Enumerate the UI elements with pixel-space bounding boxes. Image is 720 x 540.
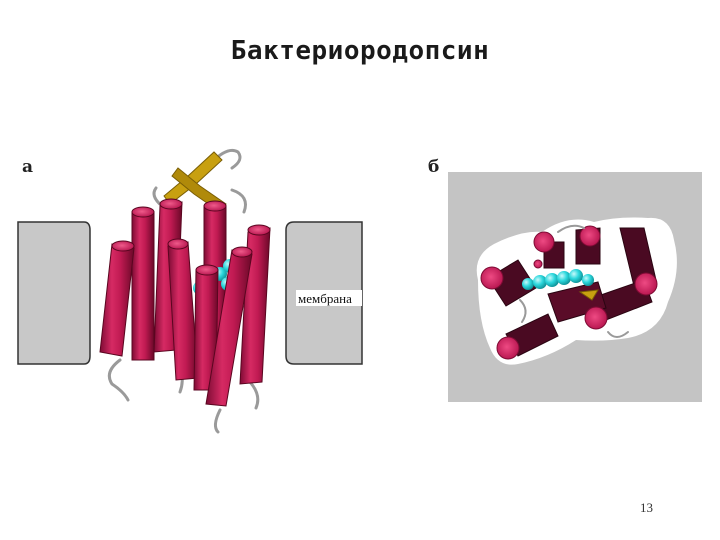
helix-9 [120,300,142,404]
membrane-block-left [17,221,91,365]
protein-loops-top [519,224,629,338]
retinal-chromophore-top [522,269,594,290]
helix-8 [205,246,253,407]
page-number: 13 [640,500,653,515]
panel-b-label: б [428,157,440,177]
helix-caps [480,225,658,360]
membrane-label: мембрана [298,291,352,306]
helix-6 [167,238,199,381]
membrane-label-box [296,290,362,306]
helix-5 [99,240,135,357]
slide-title: Бактериородопсин [230,36,490,66]
panel-a-label: а [22,157,34,177]
beta-sheet-top [578,289,599,301]
panel-b-figure [448,172,702,402]
helix-1 [131,206,155,361]
